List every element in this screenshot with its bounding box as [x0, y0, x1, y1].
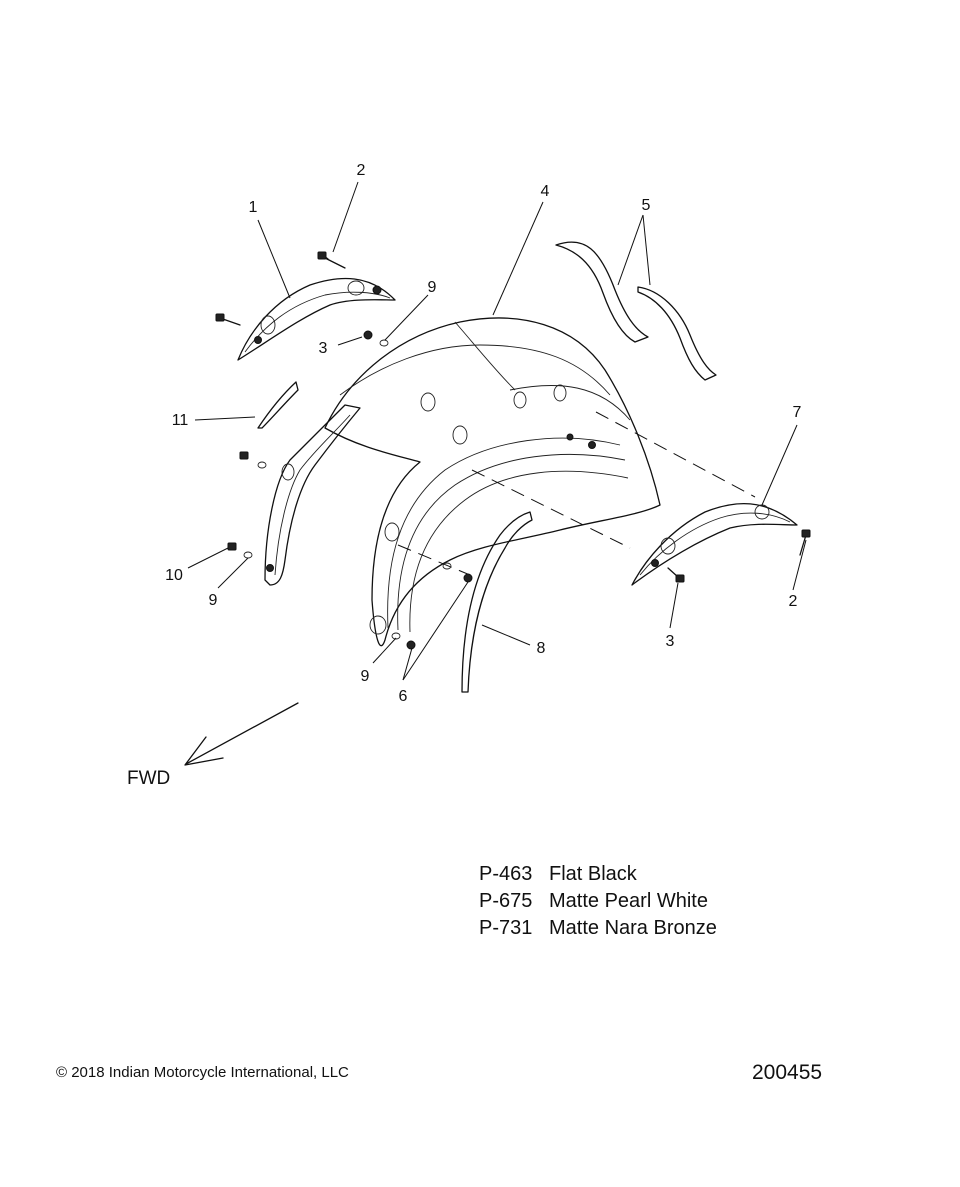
- trim-strips-part-5: [555, 241, 717, 381]
- callout-9-top: 9: [428, 279, 437, 296]
- paint-code: P-463: [479, 863, 533, 885]
- callout-9-bottom: 9: [361, 668, 370, 685]
- callout-1: 1: [249, 199, 258, 216]
- callout-6: 6: [399, 688, 408, 705]
- callout-2-top: 2: [357, 162, 366, 179]
- callout-10: 10: [165, 567, 183, 584]
- left-side-panel: [264, 404, 361, 586]
- paint-row: P-731 Matte Nara Bronze: [479, 915, 717, 942]
- callout-3-right: 3: [666, 633, 675, 650]
- callout-2-right: 2: [789, 593, 798, 610]
- left-rail-part-1: [237, 277, 396, 361]
- paint-row: P-675 Matte Pearl White: [479, 888, 717, 915]
- paint-row: P-463 Flat Black: [479, 861, 717, 888]
- callout-4: 4: [541, 183, 550, 200]
- paint-name: Flat Black: [549, 863, 637, 885]
- paint-name: Matte Nara Bronze: [549, 917, 717, 939]
- fwd-arrow-icon: [184, 702, 299, 766]
- callout-9-left: 9: [209, 592, 218, 609]
- callout-8: 8: [537, 640, 546, 657]
- figure-number: 200455: [752, 1061, 823, 1084]
- fwd-label: FWD: [127, 768, 171, 789]
- copyright-notice: © 2018 Indian Motorcycle International, …: [56, 1064, 349, 1081]
- callout-7: 7: [793, 404, 802, 421]
- leader-lines: [187, 181, 807, 681]
- callout-3-left: 3: [319, 340, 328, 357]
- callout-5: 5: [642, 197, 651, 214]
- paint-code-list: P-463 Flat Black P-675 Matte Pearl White P…: [479, 861, 717, 942]
- paint-code: P-731: [479, 917, 533, 939]
- paint-name: Matte Pearl White: [549, 890, 708, 912]
- right-rail-part-7: [631, 502, 798, 586]
- callout-11: 11: [172, 412, 189, 429]
- fasteners: [215, 251, 811, 650]
- trim-part-11: [257, 381, 299, 429]
- trim-strip-part-8: [461, 511, 533, 693]
- rear-fender-part-4: [324, 317, 756, 647]
- paint-code: P-675: [479, 890, 533, 912]
